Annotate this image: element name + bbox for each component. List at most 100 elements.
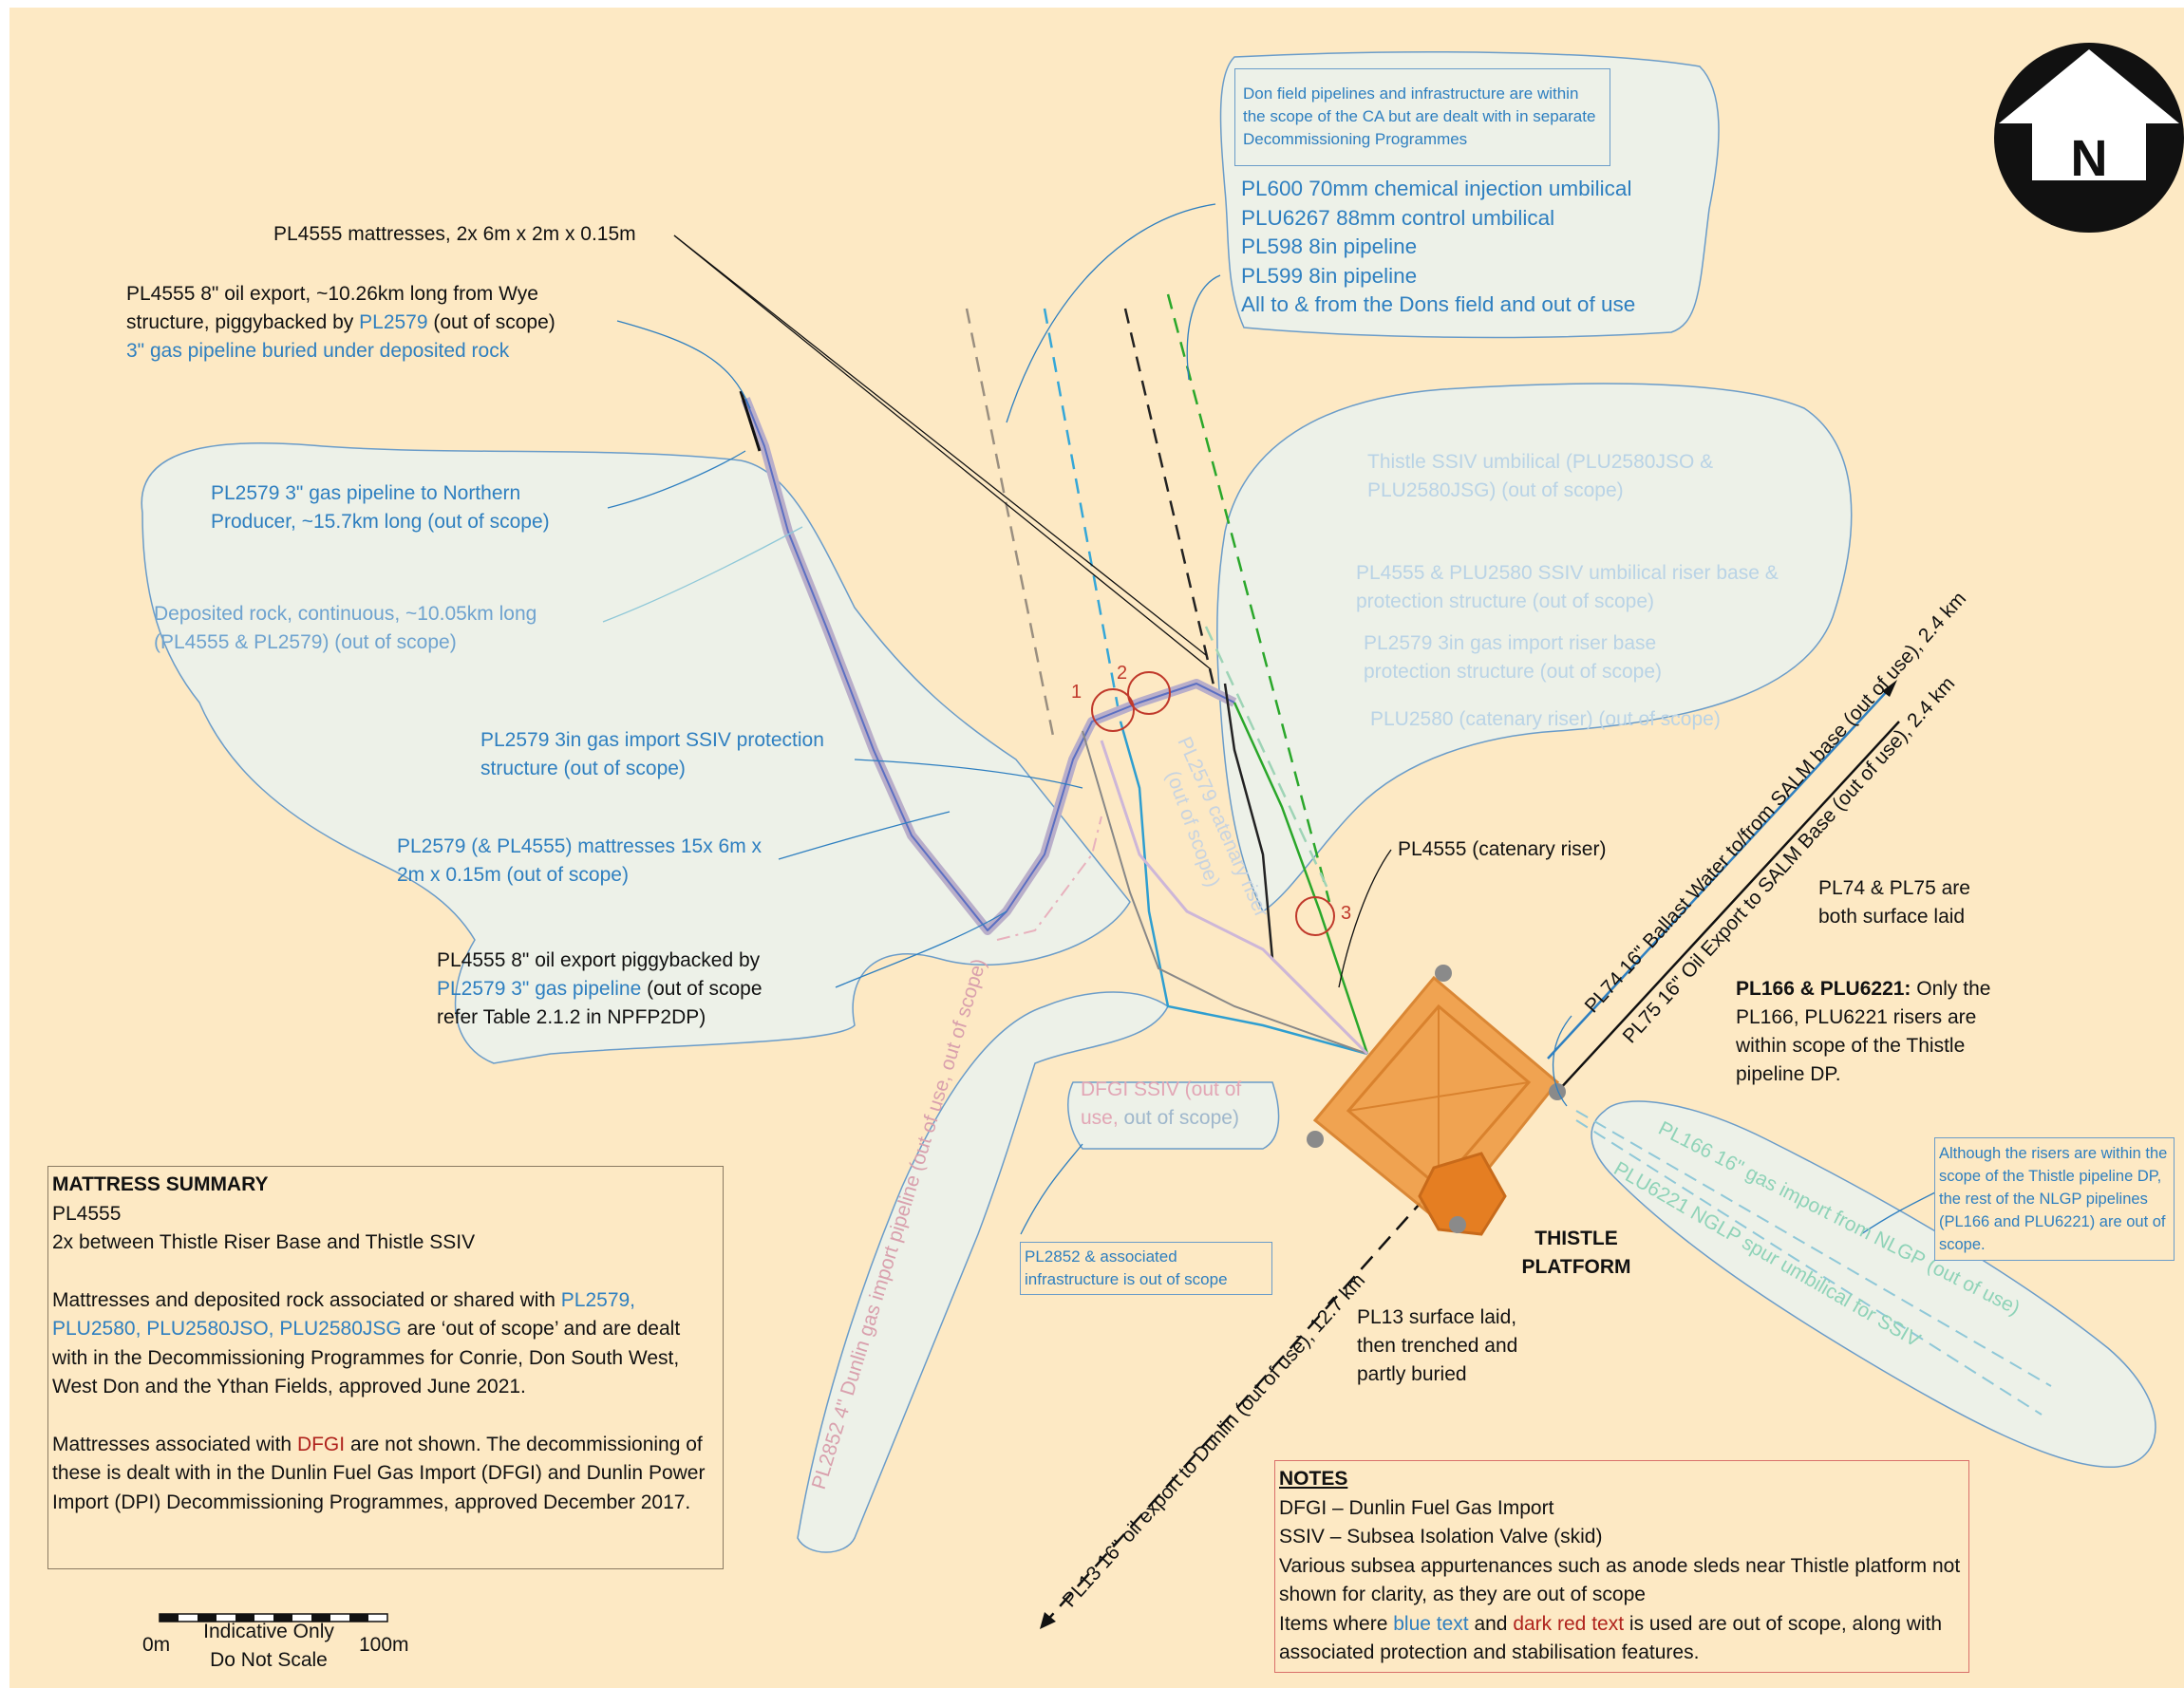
leader-piggyback: [835, 910, 1007, 988]
don-note-line: PL599 8in pipeline: [1241, 263, 1418, 288]
pl4555-export-pl2579: PL2579: [359, 311, 428, 333]
riser-base-label: PL4555 & PLU2580 SSIV umbilical riser ba…: [1356, 562, 1779, 612]
pl166-label-block: PL166 & PLU6221: Only the PL166, PLU6221…: [1736, 975, 2021, 1089]
don-note-line: All to & from the Dons field and out of …: [1241, 292, 1636, 316]
marker-1-label: 1: [1071, 682, 1082, 703]
mattress-summary-para2: Mattresses and deposited rock associated…: [52, 1286, 719, 1402]
export-route-end: [739, 390, 762, 452]
plu2580-catenary-label: PLU2580 (catenary riser) (out of scope): [1370, 708, 1721, 730]
don-note-line: PLU6267 88mm control umbilical: [1241, 205, 1555, 230]
pl75-line: [1556, 721, 1900, 1093]
piggyback-line3: refer Table 2.1.2 in NPFP2DP): [437, 1006, 706, 1028]
dunlin-pipeline-corridor: [797, 991, 1169, 1553]
marker-2-label: 2: [1117, 663, 1127, 684]
platform-leg-ne: [1549, 1083, 1566, 1100]
platform-leg-nw: [1435, 965, 1452, 982]
green-riser-line: [1233, 702, 1369, 1055]
marker-1-circle: [1091, 688, 1135, 732]
scale-end-label: 100m: [359, 1634, 409, 1656]
thistle-platform-label: THISTLE PLATFORM: [1521, 1228, 1631, 1278]
pl4555-mattresses-label: PL4555 mattresses, 2x 6m x 2m x 0.15m: [273, 223, 636, 245]
blue-riser-line: [1119, 721, 1368, 1056]
notes-box: NOTES DFGI – Dunlin Fuel Gas Import SSIV…: [1274, 1460, 1969, 1673]
scale-note-line2: Do Not Scale: [210, 1649, 328, 1671]
leader-don-1: [1006, 203, 1216, 423]
deposited-rock-label: Deposited rock, continuous, ~10.05km lon…: [154, 603, 537, 653]
don-note-header-box: Don field pipelines and infrastructure a…: [1234, 68, 1610, 166]
pl2852-box: PL2852 & associated infrastructure is ou…: [1020, 1242, 1272, 1295]
mattress-p2-c: are ‘out of scope’ and are dealt with in…: [52, 1318, 681, 1397]
scale-bar-graphic: [159, 1613, 388, 1622]
pipeline-black-dashed: [1123, 308, 1217, 694]
notes-line4-a: Items where: [1279, 1612, 1394, 1635]
notes-line4: Items where blue text and dark red text …: [1279, 1610, 1965, 1668]
mattress-p3-a: Mattresses associated with: [52, 1433, 297, 1455]
mattress-summary-box: MATTRESS SUMMARY PL4555 2x between Thist…: [47, 1166, 724, 1569]
pl2852-route: [996, 816, 1102, 941]
leader-mattresses-b: [673, 234, 1207, 656]
piggyback-out-of-scope: (out of scope: [641, 978, 763, 1000]
dfgi-ssiv-out-of-scope: out of scope): [1118, 1107, 1239, 1129]
scale-zero-label: 0m: [142, 1634, 171, 1656]
leader-mattresses-a: [673, 234, 1212, 670]
leader-don-2: [1186, 274, 1221, 381]
marker-3-label: 3: [1341, 903, 1351, 924]
mattress-summary-title: MATTRESS SUMMARY: [52, 1173, 269, 1195]
pl13-line: [1044, 1176, 1444, 1624]
pl4555-export-line3: 3" gas pipeline buried under deposited r…: [126, 340, 510, 362]
thistle-ssiv-umbilical-label: Thistle SSIV umbilical (PLU2580JSO & PLU…: [1367, 451, 1714, 501]
thistle-platform-deck: [1312, 975, 1560, 1228]
mattress-p2-blue: PL2579, PLU2580, PLU2580JSO, PLU2580JSG: [52, 1288, 636, 1341]
pl13-surface-label: PL13 surface laid, then trenched and par…: [1357, 1306, 1518, 1385]
notes-line4-e: is used are out of scope, along with ass…: [1279, 1612, 1943, 1664]
notes-blue-text: blue text: [1393, 1612, 1469, 1635]
notes-title: NOTES: [1279, 1468, 1348, 1490]
grey-riser-line: [1082, 730, 1368, 1055]
mattress-p3-red: DFGI: [296, 1433, 346, 1455]
scale-note: Indicative Only Do Not Scale: [188, 1618, 349, 1675]
pl4555-export-out-of-scope: (out of scope): [427, 311, 555, 333]
leader-export: [616, 320, 751, 409]
marker-3-circle: [1295, 896, 1335, 936]
west-scope-area: [141, 442, 1131, 1064]
pl4555-export-line1: PL4555 8" oil export, ~10.26km long from…: [126, 283, 538, 305]
notes-dark-red-text: dark red text: [1513, 1612, 1625, 1635]
pl74-arrowhead: [1882, 680, 1897, 697]
piggyback-line2: PL2579 3" gas pipeline (out of scope: [437, 975, 763, 1003]
don-note-list: PL600 70mm chemical injection umbilical …: [1241, 175, 1697, 320]
pl4555-export-line2: structure, piggybacked by PL2579 (out of…: [126, 309, 555, 337]
dfgi-ssiv-area: [1067, 1081, 1280, 1150]
north-arrow-label: N: [2071, 130, 2108, 187]
pl2579-ssiv-label: PL2579 3in gas import SSIV protection st…: [480, 729, 824, 779]
don-note-line: PL598 8in pipeline: [1241, 234, 1418, 258]
leader-deposited-rock: [602, 526, 803, 623]
pl166-bold: PL166 & PLU6221:: [1736, 978, 1911, 1000]
mattress-summary-para3: Mattresses associated with DFGI are not …: [52, 1431, 719, 1518]
piggyback-line1: PL4555 8" oil export piggybacked by: [437, 949, 761, 971]
pl2579-mattresses-label: PL2579 (& PL4555) mattresses 15x 6m x 2m…: [397, 835, 763, 886]
pl2579-northern-label: PL2579 3" gas pipeline to Northern Produ…: [211, 482, 550, 533]
leader-pl4555-catenary: [1338, 849, 1392, 988]
risers-note-box: Although the risers are within the scope…: [1934, 1137, 2175, 1261]
pipeline-blue-dashed: [1043, 308, 1122, 722]
dfgi-ssiv-text: DFGI SSIV (out of use,: [1081, 1078, 1242, 1129]
mattress-summary-line2: 2x between Thistle Riser Base and Thistl…: [52, 1231, 476, 1253]
don-note-header: Don field pipelines and infrastructure a…: [1243, 84, 1596, 148]
notes-line1: DFGI – Dunlin Fuel Gas Import: [1279, 1496, 1554, 1519]
mattress-summary-line1: PL4555: [52, 1202, 122, 1225]
notes-line3: Various subsea appurtenances such as ano…: [1279, 1554, 1961, 1606]
leader-mattresses-2579: [778, 811, 951, 860]
leader-risers-note: [1860, 1191, 1938, 1235]
dfgi-ssiv-label: DFGI SSIV (out of use, out of scope): [1081, 1076, 1275, 1133]
pl4555-export-line2-text: structure, piggybacked by: [126, 311, 360, 333]
mattress-p2-a: Mattresses and deposited rock associated…: [52, 1288, 561, 1311]
notes-line4-c: and: [1468, 1612, 1514, 1635]
pl166-line: [1575, 1110, 2052, 1387]
notes-line2: SSIV – Subsea Isolation Valve (skid): [1279, 1526, 1603, 1547]
east-scope-area: [1215, 383, 1853, 913]
pl74-line: [1547, 687, 1891, 1060]
don-note-cloud: [1219, 51, 1720, 339]
pl2579-riser-line: [1100, 740, 1369, 1056]
